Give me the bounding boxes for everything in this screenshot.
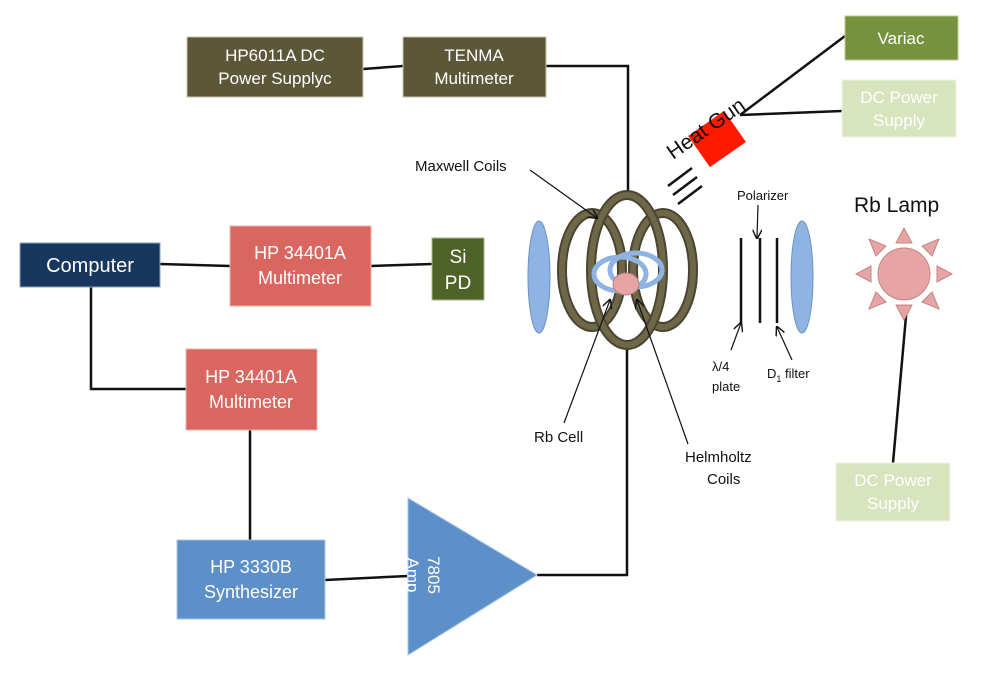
helmholtz-label-line2: Coils <box>707 471 740 488</box>
lamp-ray-sw <box>868 291 887 310</box>
wire-lamp-dcpower <box>891 304 909 464</box>
rb-lamp-body <box>877 247 931 301</box>
wire-computer-hp34401a <box>159 262 231 268</box>
wire-hp6011a-tenma <box>362 64 404 71</box>
wire-computer-hp34401a-bottom <box>89 287 186 391</box>
amp-label-line1: 7805 <box>424 556 443 594</box>
hp34401a-top-label-line1: HP 34401A <box>254 243 346 263</box>
arrow-rb-cell <box>563 300 610 424</box>
dc-power-top-box: DC Power Supply <box>841 79 957 138</box>
lamp-ray-ne <box>921 238 940 257</box>
dc-power-top-label-line2: Supply <box>873 111 925 130</box>
arrow-quarter-wave <box>730 323 741 351</box>
arrow-d1-filter <box>777 327 793 361</box>
variac-label: Variac <box>878 29 925 48</box>
heat-line-1 <box>667 167 693 187</box>
computer-label: Computer <box>46 255 134 277</box>
rb-lamp-label: Rb Lamp <box>854 194 939 217</box>
lamp-ray-nw <box>868 238 887 257</box>
tenma-label-line2: Multimeter <box>434 69 514 88</box>
si-pd-box: Si PD <box>431 237 485 301</box>
heat-gun-body <box>688 110 746 168</box>
variac-box: Variac <box>844 15 959 61</box>
dc-power-bottom-label-line2: Supply <box>867 494 919 513</box>
hp6011a-label-line2: Power Supplyc <box>218 69 332 88</box>
tenma-box: TENMA Multimeter <box>402 36 547 98</box>
polarizer-label: Polarizer <box>737 188 789 203</box>
lamp-ray-e <box>936 265 954 283</box>
maxwell-coils-label: Maxwell Coils <box>415 158 507 175</box>
rb-cell-label: Rb Cell <box>534 429 583 446</box>
dc-power-bottom-box: DC Power Supply <box>835 462 951 522</box>
lamp-ray-se <box>921 291 940 310</box>
hp34401a-bottom-label-line2: Multimeter <box>209 392 293 412</box>
computer-box: Computer <box>19 242 161 288</box>
dc-power-bottom-label-line1: DC Power <box>854 471 932 490</box>
lamp-ray-w <box>854 265 872 283</box>
hp3330b-label-line2: Synthesizer <box>204 582 298 602</box>
labels: Maxwell Coils Polarizer Rb Lamp λ/4 plat… <box>415 158 939 488</box>
wire-amp-coils <box>537 345 629 577</box>
helmholtz-label-line1: Helmholtz <box>685 449 752 466</box>
arrow-helmholtz <box>637 300 689 445</box>
si-pd-label-line1: Si <box>450 247 467 268</box>
arrow-maxwell <box>529 169 597 218</box>
wire-synth-amp <box>324 574 409 582</box>
dc-power-top-label-line1: DC Power <box>860 88 938 107</box>
wire-tenma-coils <box>546 64 630 195</box>
heat-line-2 <box>672 176 698 196</box>
rb-lamp <box>854 226 954 322</box>
d1-filter-label: D1 filter <box>767 366 810 384</box>
hp6011a-label-line1: HP6011A DC <box>225 46 325 65</box>
hp34401a-bottom-label-line1: HP 34401A <box>205 367 297 387</box>
hp34401a-top-label-line2: Multimeter <box>258 268 342 288</box>
amp-label-line2: Amp <box>403 558 422 593</box>
rb-cell <box>612 272 640 296</box>
quarter-wave-label-line1: λ/4 <box>712 359 729 374</box>
tenma-label-line1: TENMA <box>444 46 504 65</box>
lens-right <box>790 220 814 334</box>
hp3330b-box: HP 3330B Synthesizer <box>176 539 326 620</box>
hp6011a-box: HP6011A DC Power Supplyc <box>186 36 364 98</box>
coil-assembly <box>527 190 814 350</box>
lamp-ray-s <box>895 304 913 322</box>
hp34401a-bottom-box: HP 34401A Multimeter <box>185 348 318 431</box>
lens-left <box>527 220 551 334</box>
wire-hp34401a-sipd <box>370 262 433 268</box>
wires <box>89 35 909 582</box>
wire-heatgun-variac <box>739 35 846 116</box>
annotation-arrows <box>529 169 793 445</box>
quarter-wave-label-line2: plate <box>712 379 740 394</box>
heat-line-3 <box>677 185 703 205</box>
lamp-ray-n <box>895 226 913 244</box>
hp3330b-label-line1: HP 3330B <box>210 557 292 577</box>
si-pd-label-line2: PD <box>445 273 471 294</box>
optics-plates <box>739 238 779 323</box>
amp: 7805 Amp <box>403 497 538 656</box>
hp34401a-top-box: HP 34401A Multimeter <box>229 225 372 307</box>
arrow-polarizer <box>757 204 758 238</box>
wire-heatgun-dcpower <box>739 109 843 117</box>
amp-triangle <box>407 497 538 656</box>
